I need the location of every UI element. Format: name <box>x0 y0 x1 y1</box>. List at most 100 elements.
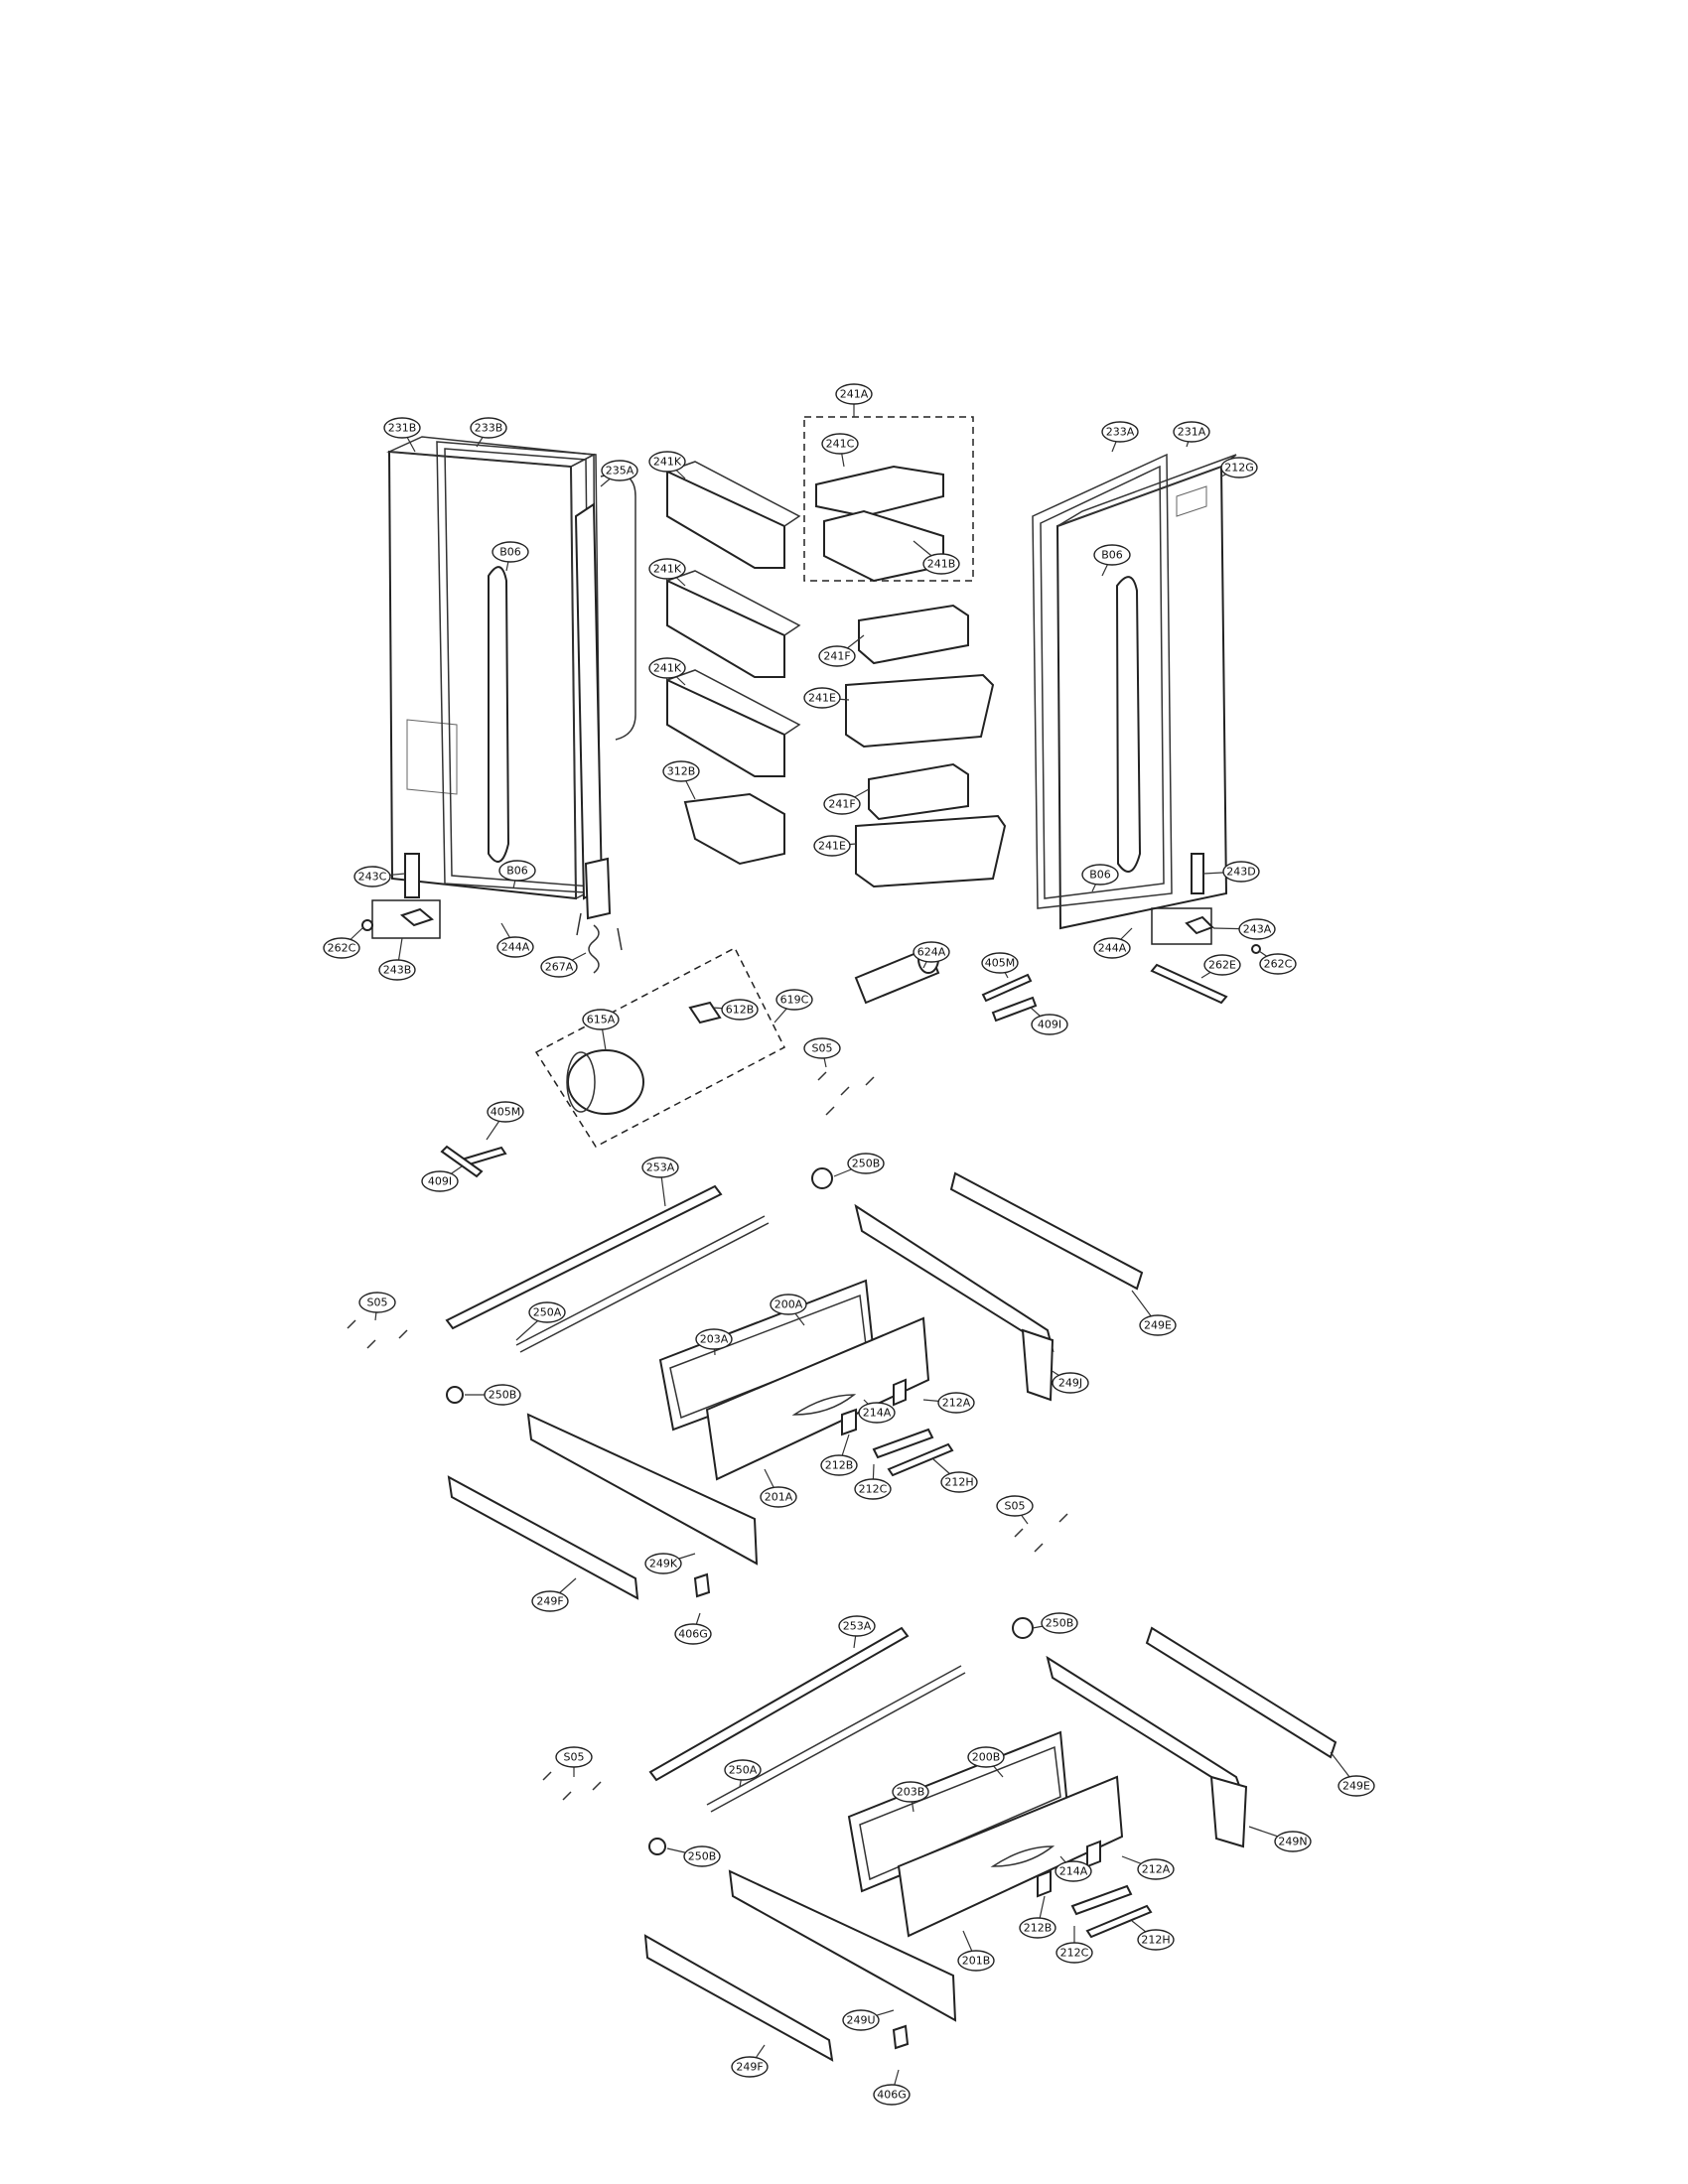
callout-bubble <box>358 1292 396 1313</box>
callout-241e-2: 241E <box>813 835 851 857</box>
lower-drawer-assembly <box>542 1617 1337 2062</box>
callout-label: 212A <box>942 1397 971 1410</box>
callout-bubble <box>957 1950 995 1972</box>
callout-label: 241F <box>823 650 850 663</box>
callout-235a: 235A <box>601 460 638 481</box>
callout-label: 619C <box>780 994 809 1007</box>
callout-bubble <box>492 541 529 563</box>
callout-bubble <box>721 999 759 1021</box>
callout-203b: 203B <box>892 1781 929 1803</box>
callout-bubble <box>323 937 360 959</box>
callout-label: 212A <box>1142 1863 1171 1876</box>
callout-bubble <box>421 1170 459 1192</box>
callout-250a-2: 250A <box>724 1759 762 1781</box>
callout-624a: 624A <box>913 941 950 963</box>
callout-243c: 243C <box>353 866 391 887</box>
callout-label: B06 <box>1101 549 1123 562</box>
callout-label: 203A <box>700 1333 729 1346</box>
callout-label: 249K <box>649 1558 678 1570</box>
callout-249f-1: 249F <box>531 1590 569 1612</box>
callout-b06-l2: B06 <box>498 860 536 882</box>
callout-label: 249F <box>736 2061 763 2074</box>
callout-bubble <box>1052 1372 1089 1394</box>
callout-bubble <box>981 952 1019 974</box>
callout-label: 405M <box>985 957 1016 970</box>
callout-241k-1: 241K <box>648 451 686 473</box>
callout-267a: 267A <box>540 956 578 978</box>
callout-s05-1: S05 <box>803 1037 841 1059</box>
callout-200b: 200B <box>967 1746 1005 1768</box>
callout-bubble <box>1173 421 1210 443</box>
callout-label: 262E <box>1208 959 1236 972</box>
callout-231a: 231A <box>1173 421 1210 443</box>
callout-label: S05 <box>812 1042 833 1055</box>
callout-label: 244A <box>1098 942 1127 955</box>
callout-label: B06 <box>506 865 528 878</box>
callout-bubble <box>873 2084 911 2106</box>
callout-label: 409I <box>428 1175 452 1188</box>
callout-253a-1: 253A <box>641 1157 679 1178</box>
callout-bubble <box>695 1328 733 1350</box>
callout-244a-l: 244A <box>496 936 534 958</box>
callout-bubble <box>1031 1014 1068 1035</box>
callout-243b: 243B <box>378 959 416 981</box>
callout-s05-4: S05 <box>555 1746 593 1768</box>
callout-label: 241C <box>826 438 855 451</box>
callout-label: 241B <box>927 558 956 571</box>
callout-250a-1: 250A <box>528 1301 566 1323</box>
callout-262c-r: 262C <box>1259 953 1297 975</box>
callout-bubble <box>540 956 578 978</box>
callout-bubble <box>813 835 851 857</box>
callout-212c-1: 212C <box>854 1478 892 1500</box>
callout-label: B06 <box>1089 869 1111 882</box>
callout-212c-2: 212C <box>1055 1942 1093 1964</box>
callout-label: 249F <box>536 1595 563 1608</box>
callout-s05-3: S05 <box>996 1495 1034 1517</box>
callout-241k-2: 241K <box>648 558 686 580</box>
callout-bubble <box>353 866 391 887</box>
callout-label: 267A <box>545 961 574 974</box>
callout-bubble <box>842 2009 880 2031</box>
callout-241a: 241A <box>835 383 873 405</box>
callout-bubble <box>731 2056 769 2078</box>
callout-bubble <box>996 1495 1034 1517</box>
callout-label: 241K <box>653 563 682 576</box>
callout-bubble <box>498 860 536 882</box>
callout-label: 262C <box>1264 958 1293 971</box>
callout-s05-2: S05 <box>358 1292 396 1313</box>
callout-bubble <box>892 1781 929 1803</box>
callout-214a-2: 214A <box>1055 1860 1092 1882</box>
callout-243d: 243D <box>1222 861 1260 883</box>
callout-bubble <box>496 936 534 958</box>
callout-bubble <box>555 1746 593 1768</box>
callout-bubble <box>1259 953 1297 975</box>
callout-bubble <box>648 451 686 473</box>
callout-label: 241E <box>808 692 836 705</box>
callout-label: 250A <box>533 1306 562 1319</box>
callout-label: 241A <box>840 388 869 401</box>
callout-label: B06 <box>499 546 521 559</box>
callout-label: 203B <box>897 1786 925 1799</box>
callout-label: 250B <box>688 1850 717 1863</box>
upper-drawer-assembly <box>347 1167 1144 1600</box>
callout-409i-2: 409I <box>421 1170 459 1192</box>
callout-bubble <box>821 433 859 455</box>
callout-bubble <box>378 959 416 981</box>
callout-250b-2: 250B <box>484 1384 521 1406</box>
callout-label: 250B <box>489 1389 517 1402</box>
callout-249j: 249J <box>1052 1372 1089 1394</box>
callout-619c: 619C <box>775 989 813 1011</box>
callout-label: 615A <box>587 1014 616 1026</box>
callout-bubble <box>775 989 813 1011</box>
callout-bubble <box>1137 1929 1175 1951</box>
callout-bubble <box>641 1157 679 1178</box>
callout-249e-2: 249E <box>1337 1775 1375 1797</box>
callout-249k: 249K <box>644 1553 682 1574</box>
callout-bubble <box>470 417 507 439</box>
callout-label: 241F <box>828 798 855 811</box>
callout-label: 312B <box>667 765 696 778</box>
callout-203a: 203A <box>695 1328 733 1350</box>
callout-label: 253A <box>646 1161 675 1174</box>
callout-bubble <box>1019 1917 1056 1939</box>
callout-bubble <box>674 1623 712 1645</box>
